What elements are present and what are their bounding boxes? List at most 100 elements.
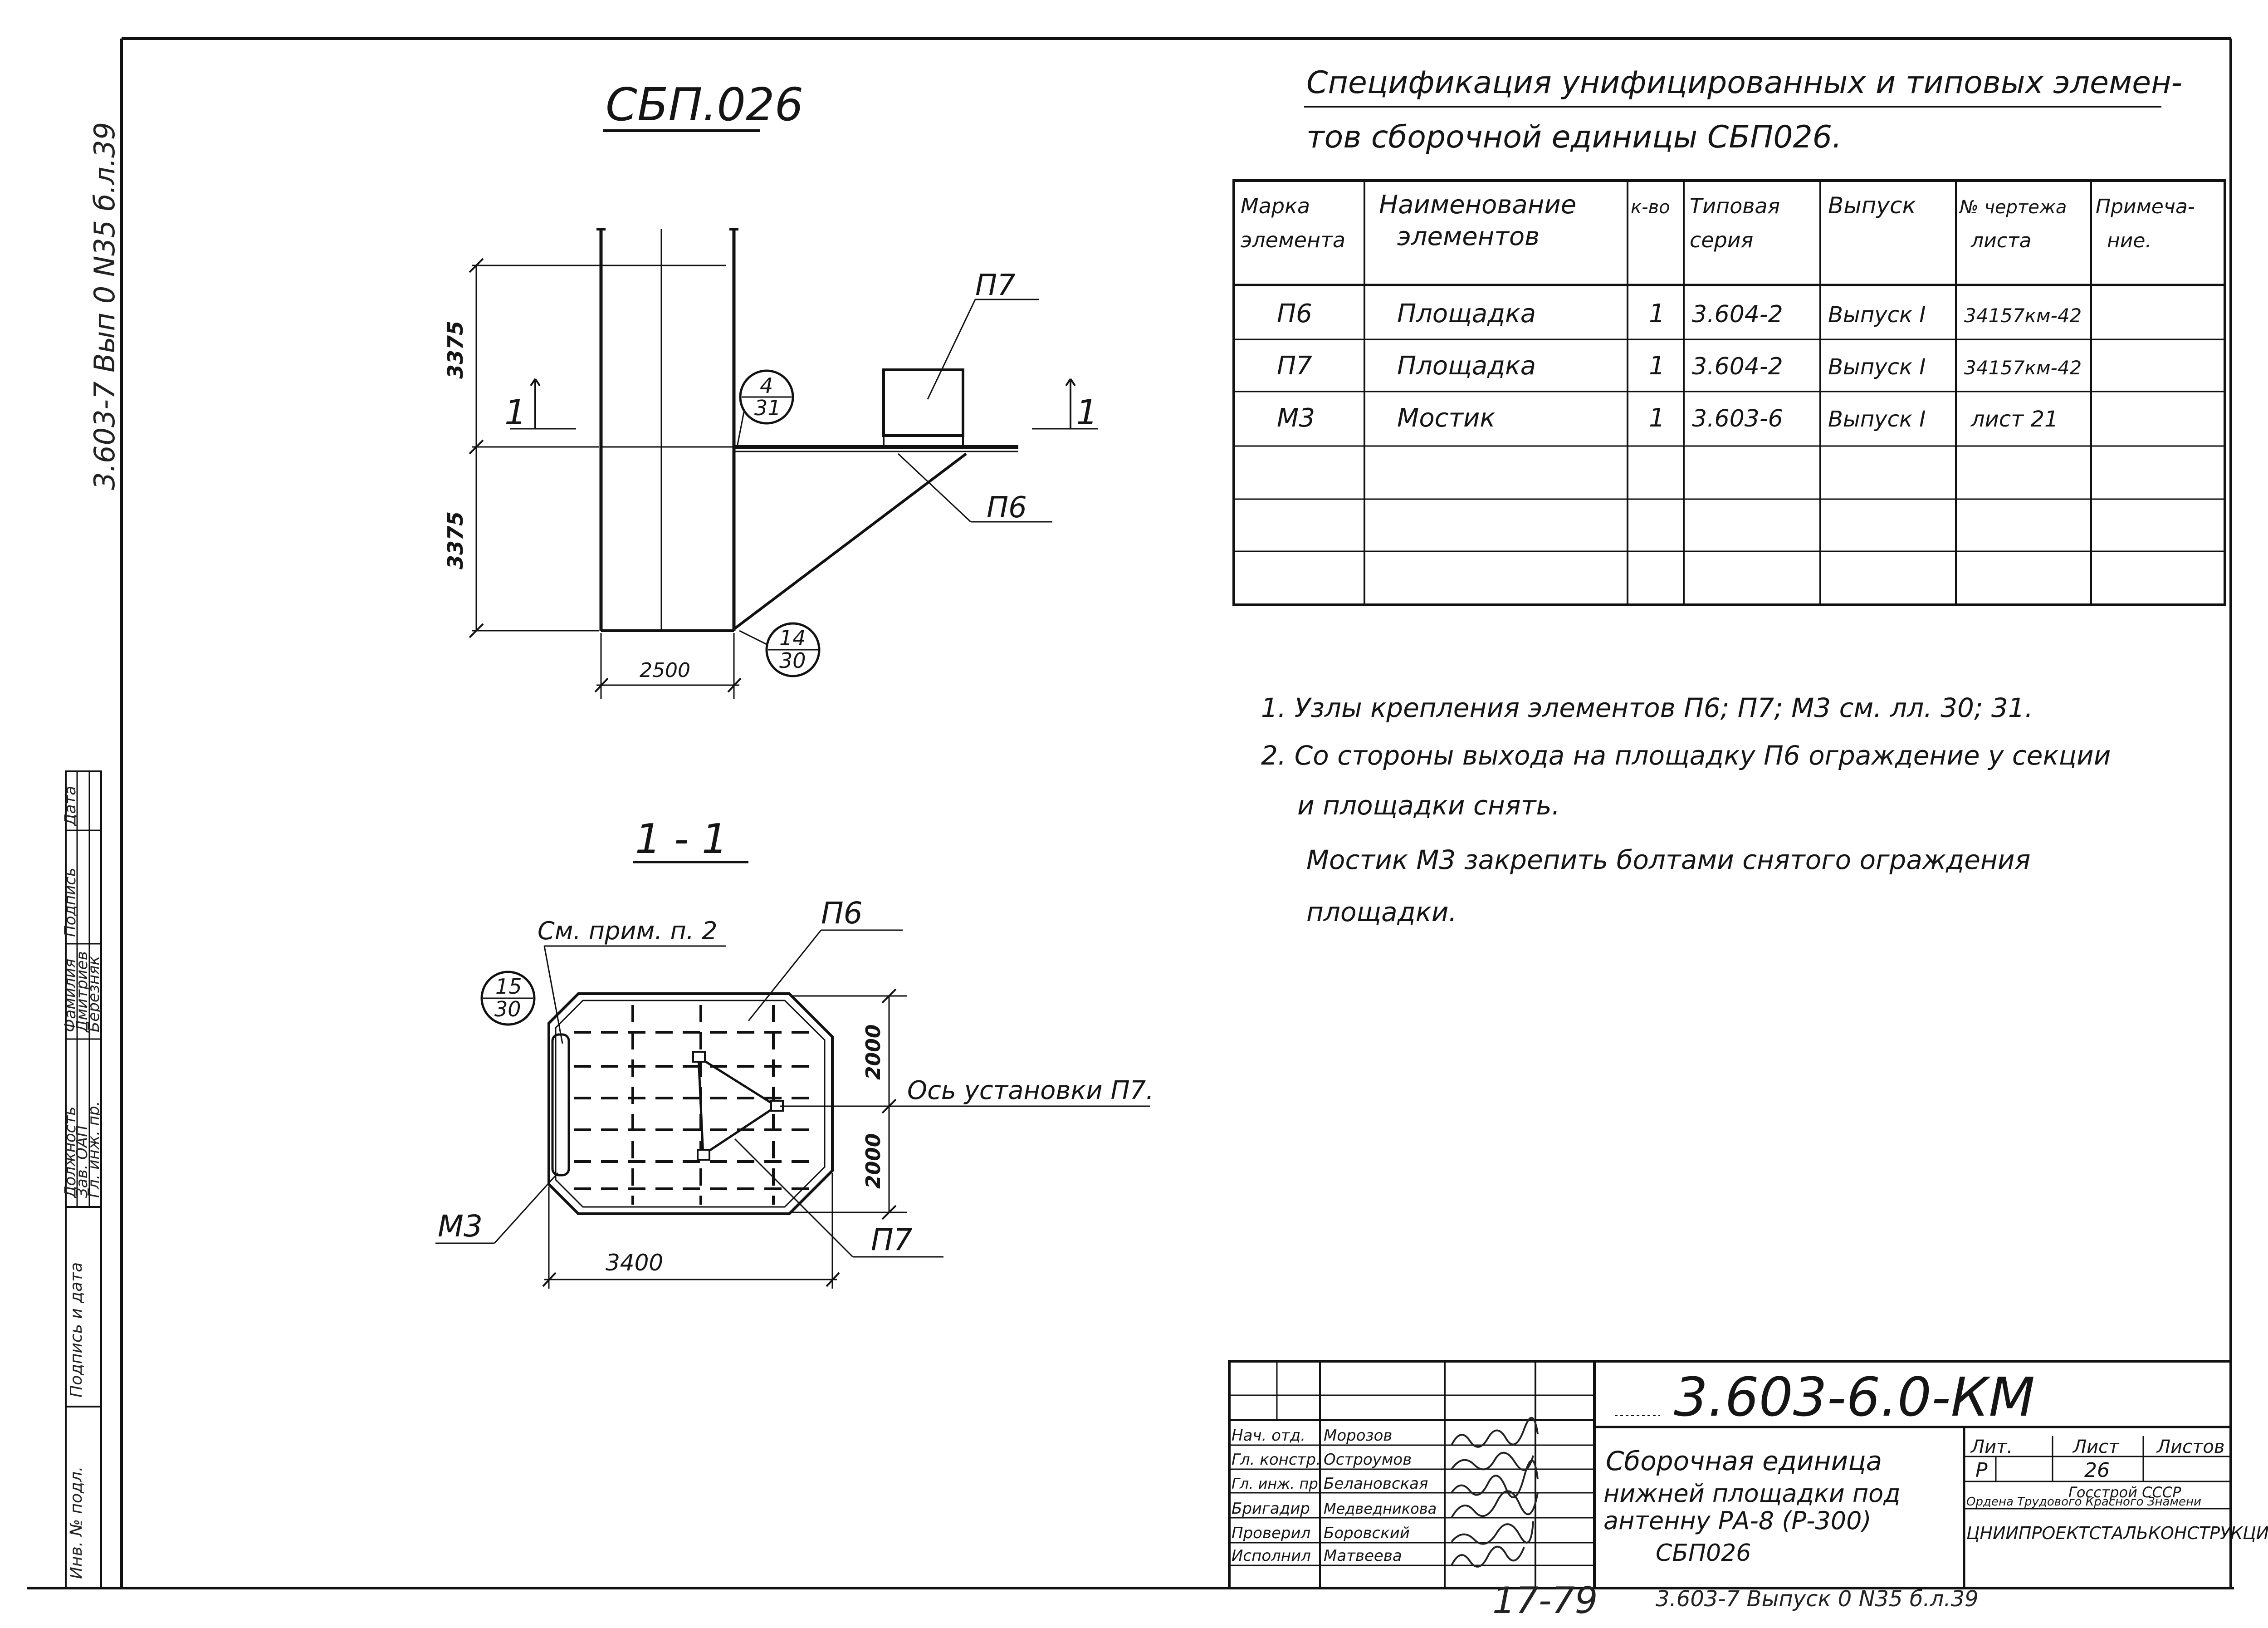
p7-label-plan: П7 [871,1222,913,1257]
node2-bottom: 30 [779,648,806,673]
row1-position: Зав. ОАП [73,1125,91,1198]
sheet-label: Лист [2072,1437,2120,1457]
section-mark-left: 1 [504,392,526,432]
org-line1: Госстрой СССР [2068,1484,2181,1501]
desc-line3: антенну РА-8 (Р-300) [1603,1506,1872,1535]
top-ref-vertical: 3.603-7 Вып 0 N35 б.л.39 [88,122,121,490]
col-signature: Подпись [61,868,79,937]
node1-bottom: 31 [754,396,781,420]
row3-drawing: лист 21 [1970,407,2058,432]
desc-line4: СБП026 [1656,1540,1751,1567]
hdr-note-2: ние. [2107,229,2151,252]
row1-drawing: 34157км-42 [1964,304,2082,327]
row3-qty: 1 [1649,403,1665,433]
spec-title-line2: тов сборочной единицы СБП026. [1306,119,1842,155]
role-4: Бригадир [1232,1500,1310,1518]
spec-title-line1: Спецификация унифицированных и типовых э… [1306,65,2182,101]
name-1: Морозов [1324,1427,1392,1445]
dim-upper: 3375 [443,321,468,379]
name-4: Медведникова [1324,1500,1437,1517]
col-surname: Фамилия [61,959,79,1032]
plan-dim-lower: 2000 [862,1133,885,1189]
name-3: Белановская [1324,1475,1428,1493]
specification: Спецификация унифицированных и типовых э… [1232,65,2226,606]
row3-mark: М3 [1277,403,1315,433]
row1-issue: Выпуск I [1828,302,1926,328]
section-mark-right: 1 [1076,392,1098,432]
hdr-mark-1: Марка [1241,194,1310,218]
plan-dim-width: 3400 [606,1250,663,1276]
hdr-name-2: элементов [1397,222,1540,251]
row2-issue: Выпуск I [1828,354,1926,380]
node2-top: 14 [779,626,806,650]
row3-issue: Выпуск I [1828,407,1926,432]
plan-section-view: 1 - 1 См. прим. п. 2 П6 [435,815,1154,1289]
row1-series: 3.604-2 [1692,301,1783,328]
row3-name: Мостик [1397,403,1495,433]
footer: 17-79 3.603-7 Выпуск 0 N35 б.л.39 [1492,1579,1979,1622]
col-position: Должность [61,1107,79,1199]
lit-value: Р [1975,1459,1988,1482]
signatures [1451,1417,1539,1568]
p7-label-elev: П7 [975,269,1016,302]
inventory-number: Инв. № подл. [67,1466,86,1579]
p6-label-elev: П6 [987,491,1027,525]
row2-name: Площадка [1397,351,1536,381]
name-2: Остроумов [1324,1451,1412,1469]
desc-line1: Сборочная единица [1606,1446,1882,1476]
doc-code: 3.603-6.0-КМ [1674,1366,2035,1428]
lit-label: Лит. [1970,1437,2013,1457]
hdr-drawing-1: № чертежа [1959,197,2067,218]
hdr-series-2: серия [1690,228,1753,252]
row2-qty: 1 [1649,351,1665,381]
sheet-frame [27,37,2234,1589]
row2-position: Гл. инж. пр. [85,1101,103,1198]
notes: 1. Узлы крепления элементов П6; П7; М3 с… [1261,692,2111,927]
sign-and-date: Подпись и дата [67,1262,86,1398]
role-5: Проверил [1232,1524,1310,1542]
dim-lower: 3375 [443,511,468,569]
title-block: 3.603-6.0-КМ Нач. отд. Морозов Гл. конст… [1228,1360,2268,1589]
row2-drawing: 34157км-42 [1964,357,2082,379]
drawing-title: СБП.026 [606,78,803,131]
hdr-mark-2: элемента [1241,228,1345,252]
row1-name: Площадка [1397,299,1536,329]
footer-ref: 3.603-7 Выпуск 0 N35 б.л.39 [1656,1586,1979,1612]
role-1: Нач. отд. [1232,1427,1305,1445]
row1-qty: 1 [1649,299,1665,329]
sheets-label: Листов [2156,1437,2224,1457]
hdr-issue: Выпуск [1828,192,1916,219]
hdr-name-1: Наименование [1379,190,1576,220]
desc-line2: нижней площадки под [1603,1479,1901,1508]
sheet-value: 26 [2084,1459,2110,1482]
p6-label-plan: П6 [821,896,863,931]
role-3: Гл. инж. пр. [1232,1475,1323,1492]
hdr-qty: к-во [1631,197,1670,218]
plan-node-bottom: 30 [494,997,521,1021]
plan-dim-upper: 2000 [862,1025,885,1080]
note-3: Мостик М3 закрепить болтами снятого огра… [1306,844,2030,875]
node1-top: 4 [760,373,773,398]
name-6: Матвеева [1324,1547,1402,1565]
note-ref: См. прим. п. 2 [538,917,718,945]
axis-label: Ось установки П7. [907,1076,1154,1105]
org-line2: Ордена Трудового Красного Знамени [1966,1495,2201,1509]
org-line3: ЦНИИПРОЕКТСТАЛЬКОНСТРУКЦИЯ [1966,1523,2268,1543]
dim-width: 2500 [640,659,690,682]
note-2: 2. Со стороны выхода на площадку П6 огра… [1261,740,2111,771]
section-title: 1 - 1 [635,815,728,863]
note-1: 1. Узлы крепления элементов П6; П7; М3 с… [1261,692,2033,723]
row2-series: 3.604-2 [1692,353,1783,380]
m3-label-plan: М3 [438,1209,483,1244]
plan-node-top: 15 [495,974,522,999]
name-5: Боровский [1324,1524,1410,1542]
note-2-cont: и площадки снять. [1297,790,1560,821]
note-3-cont: площадки. [1306,897,1457,927]
row2-surname: Березняк [85,956,103,1032]
row3-series: 3.603-6 [1692,405,1783,432]
row1-surname: Дмитриев [73,951,91,1033]
elevation-view: СБП.026 3375 3375 2500 [443,78,1098,699]
page-number: 17-79 [1492,1579,1598,1622]
role-2: Гл. констр. [1232,1451,1321,1469]
